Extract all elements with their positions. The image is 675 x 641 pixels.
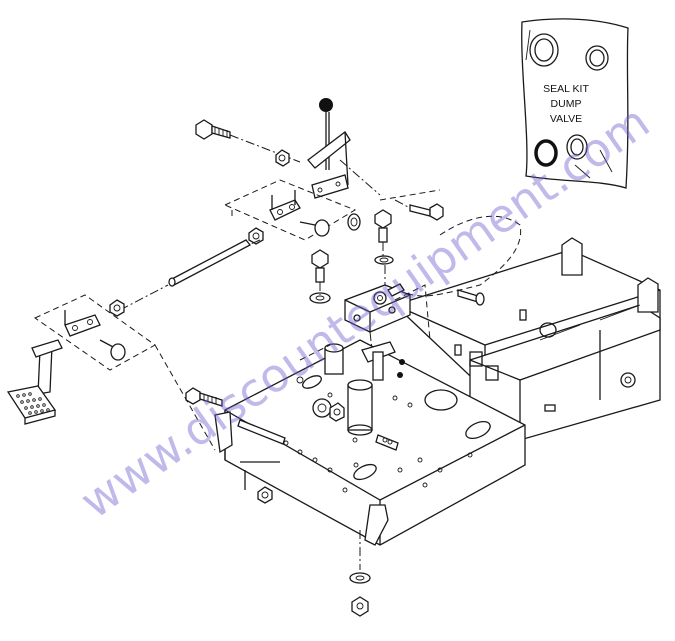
nut — [329, 402, 345, 422]
clevis-pin-pedal — [99, 339, 126, 361]
nut-bottom — [351, 596, 369, 617]
control-lever-assembly — [195, 98, 381, 231]
control-rod — [119, 239, 251, 311]
washer-bottom — [349, 572, 371, 584]
foot-pedal — [6, 339, 63, 425]
seal-kit-label-line3: VALVE — [550, 113, 582, 125]
seal-ring-small — [566, 134, 588, 160]
dump-valve-assembly — [344, 265, 411, 381]
bolt-front-left — [185, 387, 223, 407]
base-plate — [214, 339, 526, 546]
nut-pedal — [109, 299, 125, 317]
bolt-mid-left — [309, 249, 331, 304]
seal-kit-label-line2: DUMP — [551, 98, 582, 110]
lower-fasteners — [240, 461, 371, 617]
nut-top — [275, 149, 290, 167]
gear-washer — [312, 398, 332, 418]
seal-ring-large-1 — [529, 33, 559, 67]
center-fasteners — [185, 199, 485, 445]
bolt-side — [394, 199, 444, 221]
cylinder-parts — [312, 343, 399, 451]
o-ring-1 — [534, 139, 558, 167]
bolt-mid-right — [374, 209, 394, 265]
pin-front — [237, 419, 286, 445]
seal-kit-bag: SEAL KIT DUMP VALVE — [521, 18, 629, 189]
clevis-pin-upper — [299, 219, 330, 237]
seal-kit-label-line1: SEAL KIT — [543, 83, 589, 95]
upper-linkage — [223, 179, 357, 256]
pin-right — [457, 289, 485, 306]
lever-knob — [319, 98, 333, 112]
seal-ring-large-2 — [585, 45, 609, 71]
nut-lower-left — [257, 486, 273, 504]
pedal-linkage — [33, 294, 156, 371]
main-frame — [393, 237, 661, 441]
hex-bolt-top — [195, 119, 301, 163]
